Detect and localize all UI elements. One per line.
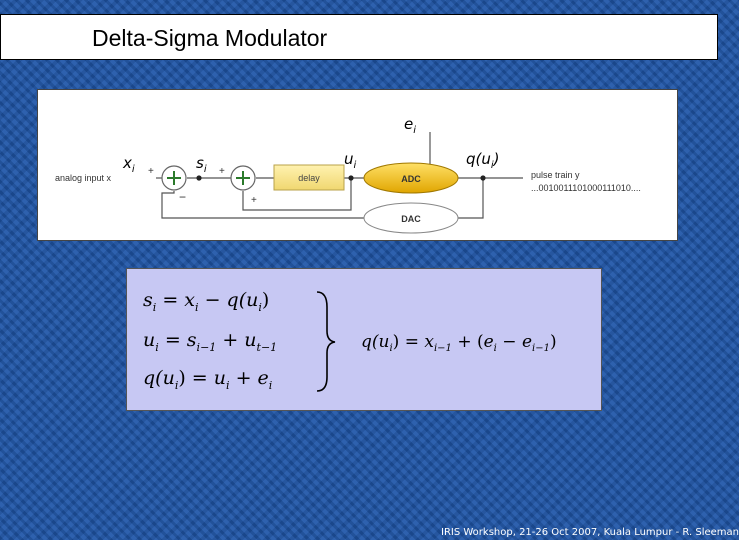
node-dot-s [196,175,202,181]
right-brace [316,291,336,392]
pulse-train-label: pulse train y [531,170,580,180]
label-u-i: ui [344,150,357,171]
signal-wires [156,132,523,219]
page-title: Delta-Sigma Modulator [92,25,328,51]
adder-1-minus-sign: − [179,190,186,204]
equation-1: si = xi − q(ui) [143,289,269,314]
equation-3: q(ui) = ui + ei [143,367,272,392]
label-e-i: ei [404,115,416,136]
adder-2-feedback-plus-sign: + [251,195,257,206]
adder-1-plus-icon [167,171,181,185]
result-equation: q(ui) = xi−1 + (ei − ei−1) [361,332,557,354]
node-dot-u [348,175,354,181]
title-bar: Delta-Sigma Modulator [0,14,718,60]
analog-input-label: analog input x [55,173,112,183]
dac-label: DAC [401,214,421,224]
adder-2-plus-icon [236,171,250,185]
label-q-u-i: q(ui) [466,150,500,171]
label-x-i: xi [122,154,135,175]
footer-credit: IRIS Workshop, 21-26 Oct 2007, Kuala Lum… [441,527,739,538]
bitstream-label: ...0010011101000111010.... [531,183,641,193]
adc-block [363,162,459,194]
adc-label: ADC [401,174,421,184]
adder-1-plus-sign: + [148,166,154,177]
equation-2: ui = si−1 + ut−1 [143,329,277,354]
delay-label: delay [298,173,320,183]
label-s-i: si [196,154,207,175]
adder-2-plus-sign: + [219,166,225,177]
equation-panel: si = xi − q(ui) ui = si−1 + ut−1 q(ui) =… [126,268,602,411]
block-diagram-svg: delay ADC DAC + − + + analog input x pul… [55,115,641,234]
dac-block [363,202,459,234]
node-dot-q [480,175,486,181]
delay-block [273,164,345,191]
equation-svg: si = xi − q(ui) ui = si−1 + ut−1 q(ui) =… [143,289,557,392]
block-diagram: delay ADC DAC + − + + analog input x pul… [37,89,678,241]
